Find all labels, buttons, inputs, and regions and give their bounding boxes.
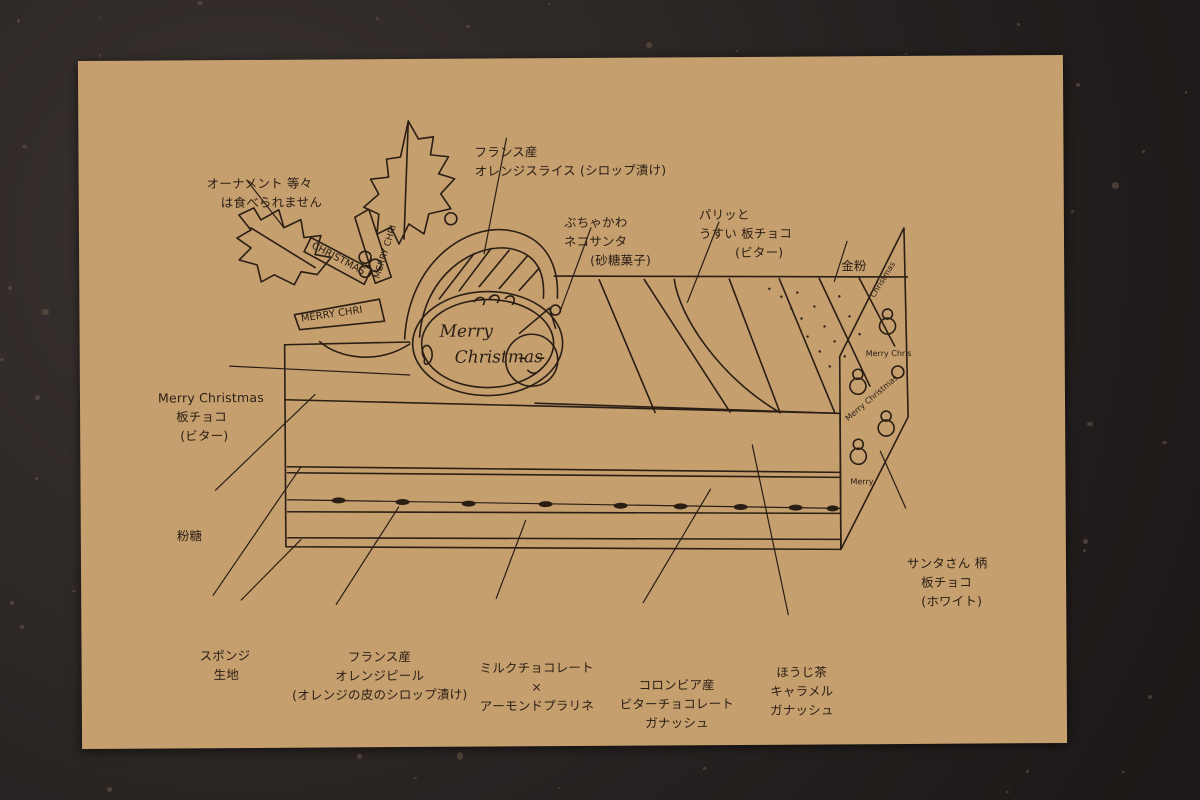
table-speck [34,395,41,400]
label-orange-peel: フランス産オレンジピール(オレンジの皮のシロップ漬け) [292,648,468,703]
table-speck [1142,150,1145,153]
table-speck [1083,538,1089,544]
label-ornament: オーナメント 等々は食べられません [206,175,323,211]
table-speck [196,0,203,5]
table-speck [1005,790,1009,793]
label-colombia-chocolate: コロンビア産ビターチョコレートガナッシュ [619,677,735,731]
label-santa-pattern-plate: サンタさん 柄板チョコ(ホワイト) [906,555,988,609]
side-plate-text-1: Christmas [868,260,897,299]
label-sponge: スポンジ生地 [199,647,251,683]
table-speck [1025,769,1030,774]
table-speck [645,41,652,48]
table-speck [1087,422,1093,426]
label-neko-santa: ぶちゃかわネコサンタ(砂糖菓子) [563,214,652,268]
table-speck [19,625,25,629]
table-speck [557,787,561,790]
table-speck [414,777,417,779]
table-speck [99,54,102,58]
table-speck [10,601,15,605]
table-speck [376,17,380,20]
table-speck [42,309,49,316]
table-speck [1148,695,1153,700]
neko-santa [504,304,562,388]
table-speck [1071,210,1074,214]
paper-card: Christmas Merry Chris Merry Christmas Me… [77,54,1068,750]
table-speck [72,589,77,592]
thin-chocolate-stripes [598,277,896,415]
table-speck [1082,549,1087,553]
table-speck [1162,441,1167,444]
table-speck [106,787,112,792]
table-speck [357,754,363,759]
table-speck [466,25,471,29]
holly-leaves [236,120,456,286]
table-speck [1184,91,1187,94]
table-speck [97,16,101,19]
cake-diagram: Christmas Merry Chris Merry Christmas Me… [212,120,912,616]
table-speck [16,18,21,23]
table-speck [0,358,4,362]
label-hojicha-caramel: ほうじ茶キャラメルガナッシュ [770,664,834,718]
table-speck [735,50,738,52]
table-speck [1112,181,1119,190]
orange-slice [403,228,559,340]
table-speck [8,286,12,290]
table-speck [21,145,27,149]
table-speck [35,477,39,480]
table-speck [1017,23,1020,26]
side-plate-text-2: Merry Chris [866,349,912,358]
plate-text-line2: Christmas [455,347,543,368]
label-gold-powder: 金粉 [841,258,867,274]
label-milk-chocolate: ミルクチョコレート×アーモンドプラリネ [479,659,595,714]
table-speck [547,2,550,5]
cake-block [283,275,909,551]
table-speck [1075,83,1081,88]
gold-powder-dots [768,287,861,368]
table-speck [1122,771,1126,773]
label-thin-chocolate: パリッとうすい 板チョコ(ビター) [698,206,793,261]
plate-text-line1: Merry [439,321,494,341]
table-speck [456,752,464,760]
leader-lines [212,137,907,616]
side-plate-text-4: Merry [850,477,873,486]
table-speck [904,53,908,56]
table-speck [703,766,706,770]
label-powdered-sugar: 粉糖 [176,528,203,544]
merry-christmas-plate: Merry Christmas [411,290,564,397]
